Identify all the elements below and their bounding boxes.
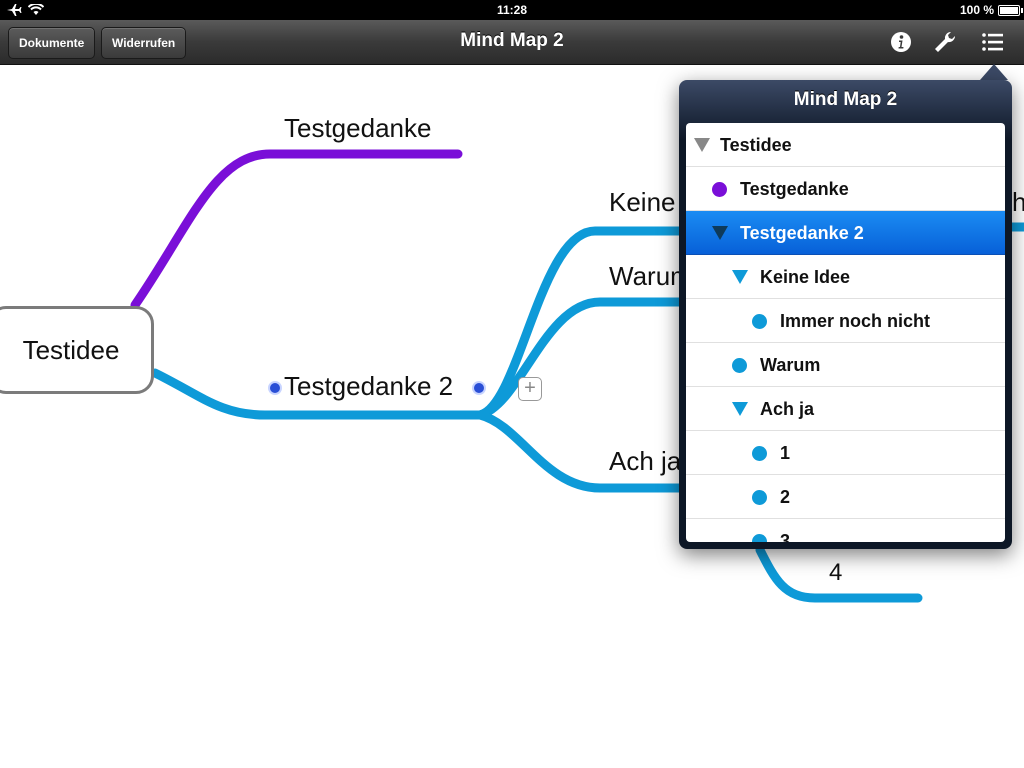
- add-child-button[interactable]: +: [518, 377, 542, 401]
- outline-row-label: 1: [780, 443, 791, 463]
- list-icon[interactable]: [979, 28, 1007, 56]
- airplane-icon: [7, 4, 22, 16]
- root-node-label: Testidee: [22, 334, 120, 365]
- node-ach-ja[interactable]: Ach ja: [609, 446, 682, 476]
- branch-line-testgedanke: [130, 149, 463, 310]
- status-bar: 11:28 100 %: [0, 0, 1024, 20]
- outline-row[interactable]: 1: [686, 431, 1005, 475]
- bullet-dot-icon: [752, 314, 767, 329]
- disclosure-triangle-icon[interactable]: [694, 138, 710, 152]
- battery-percent: 100 %: [959, 3, 994, 17]
- outline-row[interactable]: Warum: [686, 343, 1005, 387]
- outline-row[interactable]: 3: [686, 519, 1005, 542]
- outline-row-label: Ach ja: [760, 399, 815, 419]
- map-connections: [130, 149, 1024, 603]
- branch-line-testgedanke-2: [150, 368, 485, 420]
- disclosure-triangle-icon[interactable]: [732, 402, 748, 416]
- node-testgedanke[interactable]: Testgedanke: [284, 113, 432, 143]
- toolbar: Dokumente Widerrufen Mind Map 2: [0, 20, 1024, 65]
- disclosure-triangle-icon[interactable]: [712, 226, 728, 240]
- documents-button[interactable]: Dokumente: [8, 27, 96, 59]
- wrench-icon[interactable]: [931, 28, 959, 56]
- popover-title: Mind Map 2: [793, 89, 898, 110]
- outline-row[interactable]: Immer noch nicht: [686, 299, 1005, 343]
- root-node[interactable]: Testidee: [0, 306, 154, 394]
- bullet-dot-icon: [712, 182, 727, 197]
- outline-row-label: 2: [780, 487, 791, 507]
- disclosure-triangle-icon[interactable]: [732, 270, 748, 284]
- bullet-dot-icon: [752, 490, 767, 505]
- node-testgedanke-2[interactable]: Testgedanke 2: [284, 371, 454, 401]
- branch-line-warum: [475, 297, 690, 420]
- outline-row-label: Testgedanke 2: [740, 223, 864, 243]
- outline-row-label: Immer noch nicht: [780, 311, 931, 331]
- undo-button[interactable]: Widerrufen: [101, 27, 187, 59]
- popover-arrow: [980, 64, 1008, 80]
- info-icon[interactable]: [887, 28, 915, 56]
- status-icons: [6, 2, 44, 18]
- outline-row[interactable]: Ach ja: [686, 387, 1005, 431]
- outline-row-label: Warum: [760, 355, 821, 375]
- page-title: Mind Map 2: [460, 30, 564, 51]
- status-time: 11:28: [496, 3, 528, 17]
- node-keine[interactable]: Keine: [609, 187, 676, 217]
- outline-row[interactable]: Testidee: [686, 123, 1005, 167]
- mind-map-canvas[interactable]: Testidee Testgedanke Testgedanke 2 + Kei…: [0, 65, 1024, 768]
- outline-row-label: Testgedanke: [740, 179, 849, 199]
- outline-row[interactable]: 2: [686, 475, 1005, 519]
- bullet-dot-icon: [752, 446, 767, 461]
- selection-handle-left[interactable]: [268, 381, 282, 395]
- node-cut-label[interactable]: h: [1012, 187, 1024, 217]
- plus-icon: +: [524, 377, 536, 399]
- outline-row-label: Testidee: [720, 135, 792, 155]
- node-warum[interactable]: Warum: [609, 261, 692, 291]
- outline-row-label: Keine Idee: [760, 267, 851, 287]
- outline-row[interactable]: Keine Idee: [686, 255, 1005, 299]
- bullet-dot-icon: [732, 358, 747, 373]
- selection-handle-right[interactable]: [472, 381, 486, 395]
- outline-row[interactable]: Testgedanke 2: [686, 211, 1005, 255]
- branch-line-ach-ja: [475, 410, 690, 493]
- bullet-dot-icon: [752, 534, 767, 542]
- outline-row-label: 3: [780, 531, 791, 542]
- outline-row[interactable]: Testgedanke: [686, 167, 1005, 211]
- wifi-icon: [28, 4, 44, 15]
- node-4[interactable]: 4: [829, 559, 843, 586]
- battery-icon: [998, 5, 1023, 16]
- branch-line-4: [755, 545, 923, 603]
